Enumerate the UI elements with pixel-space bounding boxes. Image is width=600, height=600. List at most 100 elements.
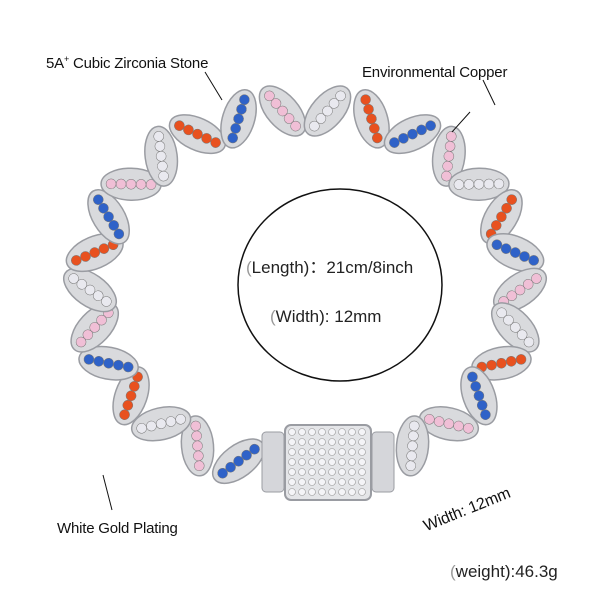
clasp-stone — [338, 448, 346, 456]
stone — [360, 94, 371, 105]
clasp-stone — [338, 458, 346, 466]
bracelet-link — [303, 85, 352, 137]
clasp-stone — [358, 438, 366, 446]
spec-callout-ellipse — [237, 188, 443, 382]
clasp-stone — [348, 448, 356, 456]
clasp-stone — [308, 468, 316, 476]
stone — [506, 194, 517, 205]
clasp-stone — [348, 488, 356, 496]
clasp-stone — [298, 468, 306, 476]
stone — [75, 336, 87, 348]
clasp-stone — [328, 488, 336, 496]
bracelet-link — [460, 366, 498, 426]
stone — [531, 273, 542, 284]
clasp-stone — [308, 488, 316, 496]
stone — [483, 178, 495, 190]
clasp-stone — [318, 448, 326, 456]
stone — [528, 255, 539, 266]
clasp-stone — [348, 438, 356, 446]
clasp-stone — [348, 428, 356, 436]
stone — [193, 460, 205, 472]
bracelet-link — [395, 415, 430, 477]
bracelet-link — [78, 345, 139, 381]
clasp — [261, 424, 395, 501]
stone — [264, 90, 275, 102]
bracelet-link — [220, 88, 257, 149]
bracelet-link — [480, 189, 523, 245]
stone — [71, 255, 82, 266]
pointer-line-copper — [482, 79, 496, 106]
clasp-stone — [298, 448, 306, 456]
stone — [115, 178, 127, 190]
stone — [493, 178, 505, 190]
bracelet-link — [180, 415, 215, 477]
clasp-stone — [318, 478, 326, 486]
clasp-stone — [298, 478, 306, 486]
bracelet-link — [490, 302, 540, 353]
label-white-gold-plating: White Gold Plating — [57, 520, 178, 537]
stone — [523, 336, 535, 348]
bracelet-link — [168, 114, 227, 155]
stone — [405, 460, 417, 472]
label-cubic-zirconia: 5A+ Cubic Zirconia Stone — [46, 54, 209, 72]
clasp-stone — [308, 438, 316, 446]
clasp-stone — [338, 438, 346, 446]
clasp-stone — [328, 448, 336, 456]
clasp-stone — [348, 478, 356, 486]
pointer-line-stone — [204, 71, 223, 101]
stone — [425, 120, 436, 131]
stone — [463, 423, 474, 434]
clasp-stone — [358, 478, 366, 486]
clasp-stone — [288, 488, 296, 496]
clasp-stone — [318, 438, 326, 446]
clasp-stone — [338, 478, 346, 486]
clasp-stone — [318, 428, 326, 436]
clasp-stone — [358, 488, 366, 496]
stone — [515, 354, 527, 365]
label-environmental-copper: Environmental Copper — [362, 64, 508, 81]
spec-width: (Width): 12mm — [270, 307, 382, 326]
stone — [217, 467, 228, 479]
bracelet-link — [65, 233, 124, 273]
clasp-stone — [328, 428, 336, 436]
bracelet-link — [493, 267, 547, 313]
clasp-stone — [288, 478, 296, 486]
bracelet-link — [144, 125, 179, 187]
stone — [153, 131, 164, 142]
stone — [119, 409, 130, 420]
bracelet-link — [353, 88, 390, 149]
clasp-stone — [328, 438, 336, 446]
stone — [135, 179, 147, 190]
clasp-stone — [348, 458, 356, 466]
clasp-stone — [328, 458, 336, 466]
stone — [480, 409, 491, 420]
clasp-stone — [298, 488, 306, 496]
bracelet-link — [112, 366, 150, 426]
bracelet-link — [486, 233, 545, 273]
clasp-stone — [318, 468, 326, 476]
stone — [453, 179, 465, 190]
bracelet-link — [431, 125, 466, 187]
clasp-stone — [298, 458, 306, 466]
clasp-stone — [318, 488, 326, 496]
bracelet-link — [100, 167, 162, 201]
pointer-line-copper-2 — [451, 111, 471, 133]
stone — [68, 273, 79, 284]
clasp-stone — [358, 458, 366, 466]
clasp-stone — [288, 428, 296, 436]
clasp-stone — [348, 468, 356, 476]
clasp-stone — [288, 438, 296, 446]
bracelet-link — [383, 114, 442, 155]
stone — [473, 178, 485, 190]
clasp-stone — [308, 458, 316, 466]
bracelet-link — [258, 85, 307, 137]
bracelet-link — [87, 189, 130, 245]
clasp-stone — [288, 468, 296, 476]
clasp-stone — [308, 448, 316, 456]
bracelet-link — [448, 167, 510, 201]
clasp-stone — [338, 428, 346, 436]
stone — [105, 178, 117, 190]
spec-length: (Length)：21cm/8inch — [246, 258, 414, 277]
bracelet-link — [63, 267, 117, 313]
